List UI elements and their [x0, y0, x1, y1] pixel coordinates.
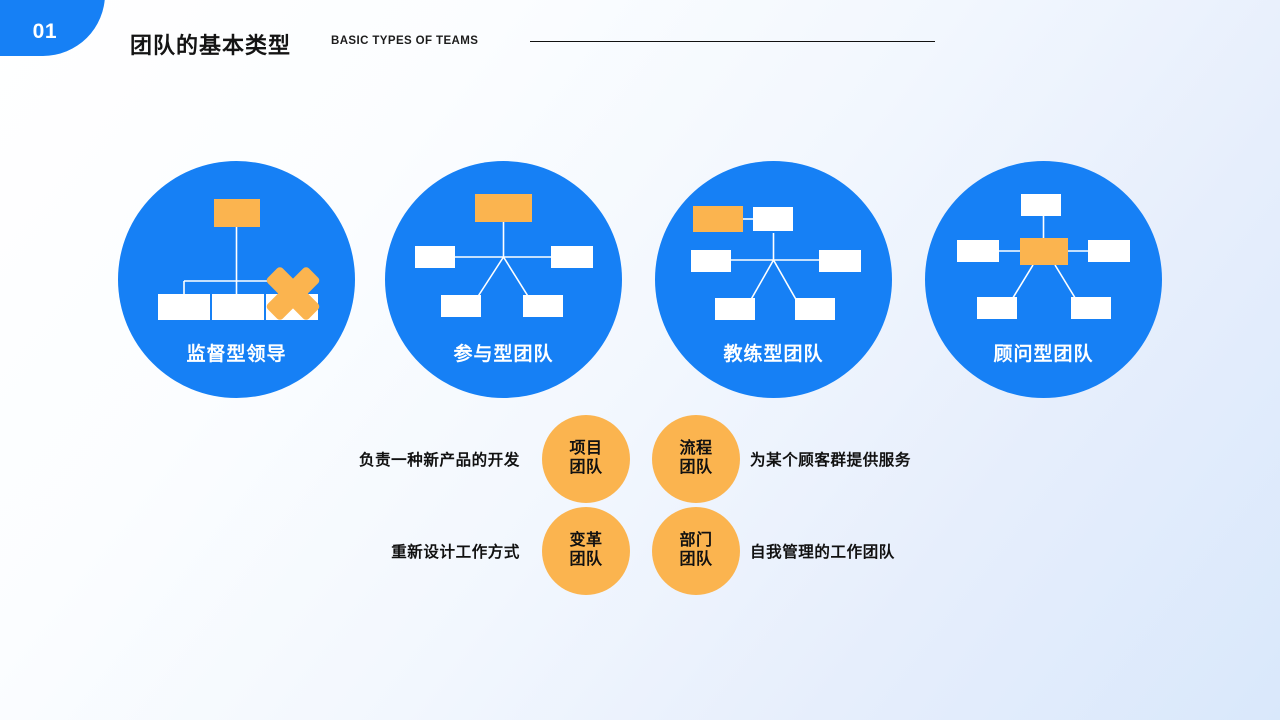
team-type-circle-participative[interactable]: 参与型团队 [385, 161, 622, 398]
team-type-circle-supervisory[interactable]: 监督型领导 [118, 161, 355, 398]
org-chart-coaching-icon [691, 206, 861, 320]
bubble-line-1: 流程 [679, 440, 713, 458]
team-bubble-department[interactable]: 部门 团队 [652, 507, 740, 595]
info-row: 负责一种新产品的开发 项目 团队 流程 团队 为某个顾客群提供服务 [330, 415, 950, 503]
org-chart-participative-icon [415, 194, 593, 317]
info-row: 重新设计工作方式 变革 团队 部门 团队 自我管理的工作团队 [330, 507, 950, 595]
header-divider-line [530, 41, 935, 43]
bubble-line-1: 变革 [569, 532, 603, 550]
page-title: 团队的基本类型 [130, 33, 292, 58]
team-type-label: 顾问型团队 [993, 344, 1094, 365]
team-type-circle-coaching[interactable]: 教练型团队 [655, 161, 892, 398]
org-chart-advisory-icon [957, 194, 1130, 319]
info-right-description: 自我管理的工作团队 [750, 544, 895, 561]
page-subtitle: BASIC TYPES OF TEAMS [331, 35, 479, 47]
team-bubble-project[interactable]: 项目 团队 [542, 415, 630, 503]
bubble-line-2: 团队 [679, 459, 713, 476]
info-left-description: 重新设计工作方式 [391, 544, 520, 561]
bubble-line-2: 团队 [569, 459, 603, 476]
info-right-description: 为某个顾客群提供服务 [750, 452, 912, 469]
bubble-line-2: 团队 [569, 551, 603, 568]
bubble-line-2: 团队 [679, 551, 713, 568]
bubble-line-1: 项目 [569, 440, 603, 458]
team-type-label: 监督型领导 [186, 344, 287, 365]
bubble-line-1: 部门 [679, 532, 713, 550]
team-type-circle-advisory[interactable]: 顾问型团队 [925, 161, 1162, 398]
team-bubble-process[interactable]: 流程 团队 [652, 415, 740, 503]
team-bubble-change[interactable]: 变革 团队 [542, 507, 630, 595]
info-left-description: 负责一种新产品的开发 [358, 452, 520, 469]
team-type-circles: 监督型领导 参与型团队 [0, 161, 1280, 401]
org-chart-supervisory-icon [158, 199, 320, 320]
team-type-label: 参与型团队 [453, 344, 554, 365]
slide-number-badge: 01 [0, 0, 105, 56]
team-type-label: 教练型团队 [723, 344, 824, 365]
slide-number: 01 [32, 20, 57, 43]
